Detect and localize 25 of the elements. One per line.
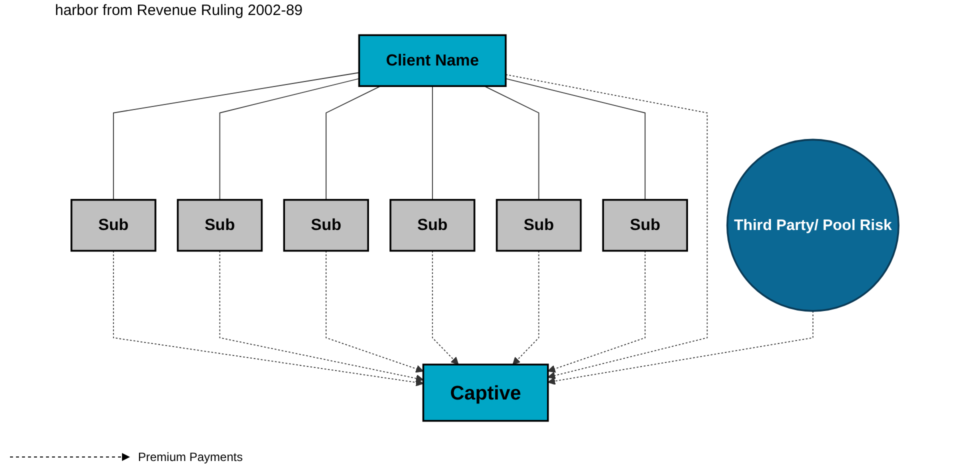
node-box: Client Name [358, 34, 507, 87]
connector [326, 86, 382, 200]
legend-label: Premium Payments [138, 450, 243, 464]
connector [113, 72, 360, 200]
node-box: Sub [70, 198, 156, 252]
connector [505, 78, 646, 200]
arrow [548, 310, 814, 385]
arrow [512, 250, 540, 365]
connector [484, 86, 540, 200]
node-circle: Third Party/ Pool Risk [726, 138, 900, 312]
arrow [432, 250, 459, 365]
connector [432, 86, 433, 200]
arrow [219, 250, 424, 382]
node-box: Sub [283, 198, 369, 252]
node-box: Sub [176, 198, 263, 252]
note-text: harbor from Revenue Ruling 2002-89 [55, 2, 303, 19]
arrow [505, 74, 708, 380]
arrow [548, 250, 646, 373]
node-box: Captive [422, 364, 549, 422]
node-box: Sub [390, 198, 476, 252]
connector [219, 78, 360, 200]
arrow [113, 250, 424, 386]
arrow [326, 250, 424, 373]
node-box: Sub [602, 198, 688, 252]
node-box: Sub [496, 198, 582, 252]
